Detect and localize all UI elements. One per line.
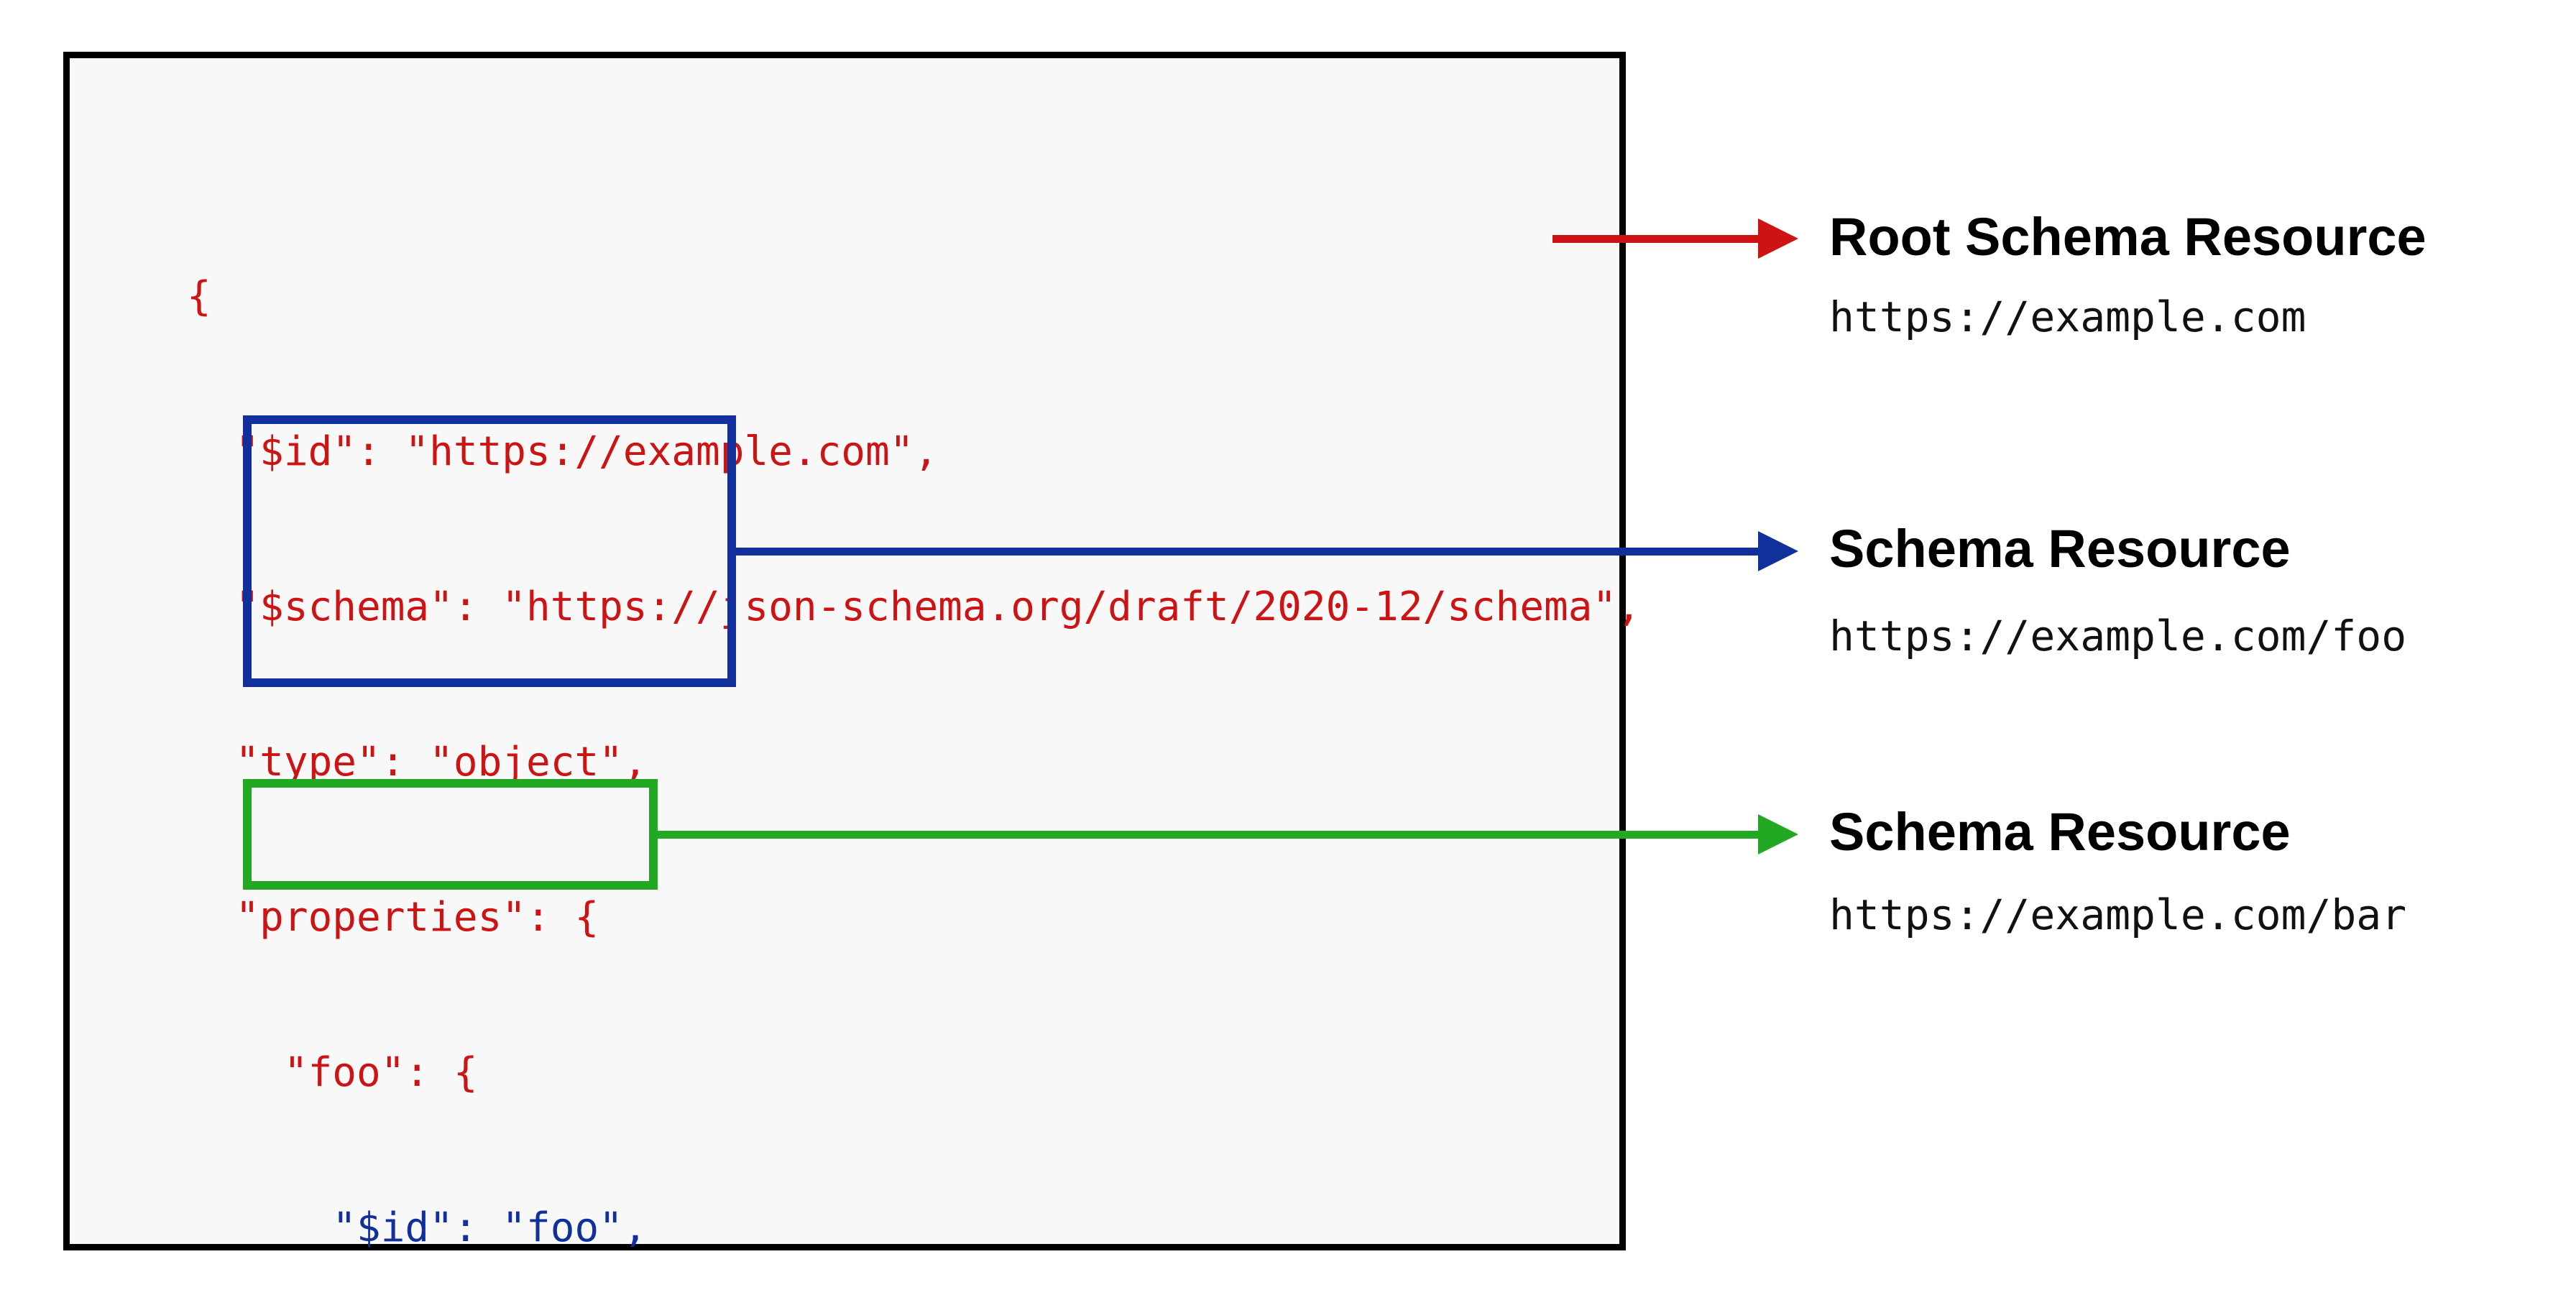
annotation-title-foo: Schema Resource	[1829, 519, 2291, 579]
code-line-6: "foo": {	[187, 1049, 478, 1096]
code-line-4: "type": "object",	[187, 739, 648, 785]
bar-schema-arrow-line	[653, 831, 1762, 839]
annotation-title-root: Root Schema Resource	[1829, 207, 2426, 267]
root-schema-arrowhead-icon	[1758, 218, 1798, 259]
annotation-url-root: https://example.com	[1829, 292, 2306, 341]
code-line-2: "$id": "https://example.com",	[187, 428, 939, 475]
code-line-7: "$id": "foo",	[187, 1204, 648, 1251]
annotation-title-bar: Schema Resource	[1829, 802, 2291, 862]
foo-schema-arrowhead-icon	[1758, 531, 1798, 571]
code-line-5: "properties": {	[187, 894, 599, 941]
schema-code-panel: { "$id": "https://example.com", "$schema…	[63, 52, 1641, 1251]
json-schema-code: { "$id": "https://example.com", "$schema…	[187, 167, 1641, 1295]
code-line-3: "$schema": "https://json-schema.org/draf…	[187, 584, 1641, 630]
foo-schema-resource-outline	[243, 415, 736, 687]
root-schema-arrow-line	[1552, 235, 1762, 243]
bar-schema-arrowhead-icon	[1758, 814, 1798, 854]
code-line-1: {	[187, 273, 211, 320]
bar-schema-resource-outline	[243, 779, 658, 890]
annotation-url-bar: https://example.com/bar	[1829, 890, 2407, 939]
annotation-url-foo: https://example.com/foo	[1829, 612, 2407, 660]
foo-schema-arrow-line	[727, 548, 1762, 556]
